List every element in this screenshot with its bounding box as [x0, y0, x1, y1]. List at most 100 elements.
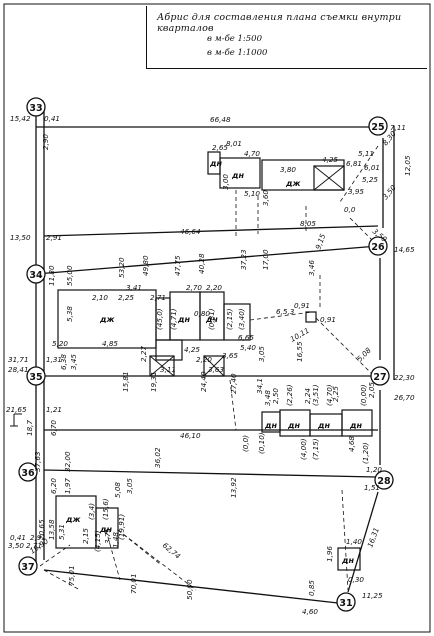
measurement: 13,92: [229, 477, 238, 498]
measurement: 1,51: [364, 483, 380, 492]
measurement: 3,48: [263, 390, 272, 406]
measurement: 3,75: [103, 528, 112, 544]
right-line-28-31: [347, 491, 379, 593]
measurement: 15,81: [121, 371, 130, 392]
measurement: (45,0): [155, 308, 164, 330]
measurement: 4,70: [244, 149, 260, 158]
measurement: 62,74: [161, 541, 183, 561]
building-l: [95, 507, 119, 549]
measurement: 15,42: [10, 114, 31, 123]
measurement: (3,51): [311, 384, 320, 406]
building-label: дж: [65, 515, 81, 524]
measurement: 2,05: [367, 382, 376, 398]
station-37: 37: [18, 556, 38, 576]
measurement: (0,0): [241, 435, 250, 452]
measurement: 2,90: [41, 134, 50, 150]
svg-text:26: 26: [371, 242, 385, 253]
measurement: 3,05: [125, 478, 134, 494]
measurement: 5,11: [358, 149, 374, 158]
measurement: 2,71: [150, 293, 166, 302]
measurement: 3,65: [222, 351, 238, 360]
building-label: дн: [209, 159, 222, 168]
building-cross-1: [149, 355, 175, 377]
station-25: 25: [368, 116, 388, 136]
measurement: 1,20: [366, 465, 382, 474]
measurement: 3,60: [261, 190, 270, 206]
measurement: 5,38: [65, 306, 74, 322]
station-36: 36: [18, 462, 38, 482]
measurement: 0,85: [307, 580, 316, 596]
measurement: 2,25: [118, 293, 134, 302]
measurement: 2,70: [186, 283, 202, 292]
measurement: (3,4): [87, 503, 96, 520]
measurement: 2,15: [81, 528, 90, 544]
measurement: 26,70: [394, 393, 415, 402]
measurement: 13,50: [10, 233, 31, 242]
svg-text:35: 35: [29, 372, 42, 383]
measurement: 5,31: [57, 524, 66, 540]
building-c-outline: [261, 159, 345, 191]
measurement: 46,10: [180, 431, 201, 440]
measurement: 53,20: [117, 257, 126, 278]
line-34-26: [35, 245, 379, 275]
small-object: [305, 311, 317, 323]
measurement: 7,11: [390, 123, 406, 132]
measurement: 36,02: [153, 447, 162, 468]
measurement: 3,11: [160, 365, 176, 374]
measurement: 2,50: [271, 388, 280, 404]
measurement: 40,28: [197, 253, 206, 274]
measurement: (4,70): [325, 384, 334, 406]
title-block: Абрис для составления плана съемки внутр…: [146, 6, 427, 69]
measurement: 2,91: [30, 533, 46, 542]
building-labels: дн дн дж дж дж дн дч дн дн дн дн дн дн: [65, 159, 362, 565]
measurement: 19,31: [149, 371, 158, 392]
building-cross-2: [203, 355, 225, 377]
building-label: дн: [177, 315, 190, 324]
svg-text:31: 31: [339, 598, 352, 609]
measurement: (19,91): [117, 514, 126, 540]
measurement: (4,00): [299, 438, 308, 460]
measurement: 8,01: [226, 139, 242, 148]
measurement: 27,40: [229, 373, 238, 394]
measurement: 66,48: [210, 115, 231, 124]
measurement: 47,75: [173, 255, 182, 276]
measurement: 1,31: [46, 355, 62, 364]
building-label: дн: [287, 421, 300, 430]
measurement: 0,30: [348, 575, 364, 584]
measurement: 16,31: [365, 526, 380, 548]
building-label: дч: [205, 315, 218, 324]
measurement: 6,38: [59, 354, 68, 370]
building-label: дн: [231, 171, 244, 180]
measurement: 2,10: [92, 293, 108, 302]
measurement: 1,21: [46, 405, 62, 414]
measurement: 11,25: [362, 591, 383, 600]
measurement: (1,20): [361, 442, 370, 464]
line-36-28: [43, 469, 377, 478]
measurement: (4,71): [169, 308, 178, 330]
measurement: 24,40: [199, 371, 208, 392]
measurement: 55,00: [65, 265, 74, 286]
measurement: 2,20: [206, 283, 222, 292]
measurement: 2,24: [303, 388, 312, 404]
station-31: 31: [336, 592, 356, 612]
building-m: [337, 547, 361, 571]
measurement: 70,01: [129, 573, 138, 594]
measurements: 0,41 15,42 66,48 7,11 2,90 8,01 2,65 4,7…: [6, 114, 415, 616]
measurement: 32,00: [63, 451, 72, 472]
measurement: 3,95: [348, 187, 364, 196]
station-28: 28: [374, 470, 394, 490]
measurement: 3,50: [8, 541, 24, 550]
building-f-wing: [223, 303, 251, 341]
measurement: 28,41: [8, 365, 29, 374]
measurement: 34,1: [255, 378, 264, 394]
measurement: 31,71: [8, 355, 29, 364]
scale-1000: в м-бе 1:1000: [207, 48, 268, 58]
measurement: 2,25: [331, 386, 340, 402]
measurement: 18,7: [25, 420, 34, 436]
measurement: 14,65: [394, 245, 415, 254]
measurement: 20,65: [37, 519, 46, 540]
measurement: 5,08: [113, 482, 122, 498]
station-markers: 33 34 35 36 37 25 26 27: [18, 97, 394, 612]
measurement: (0,10): [257, 432, 266, 454]
